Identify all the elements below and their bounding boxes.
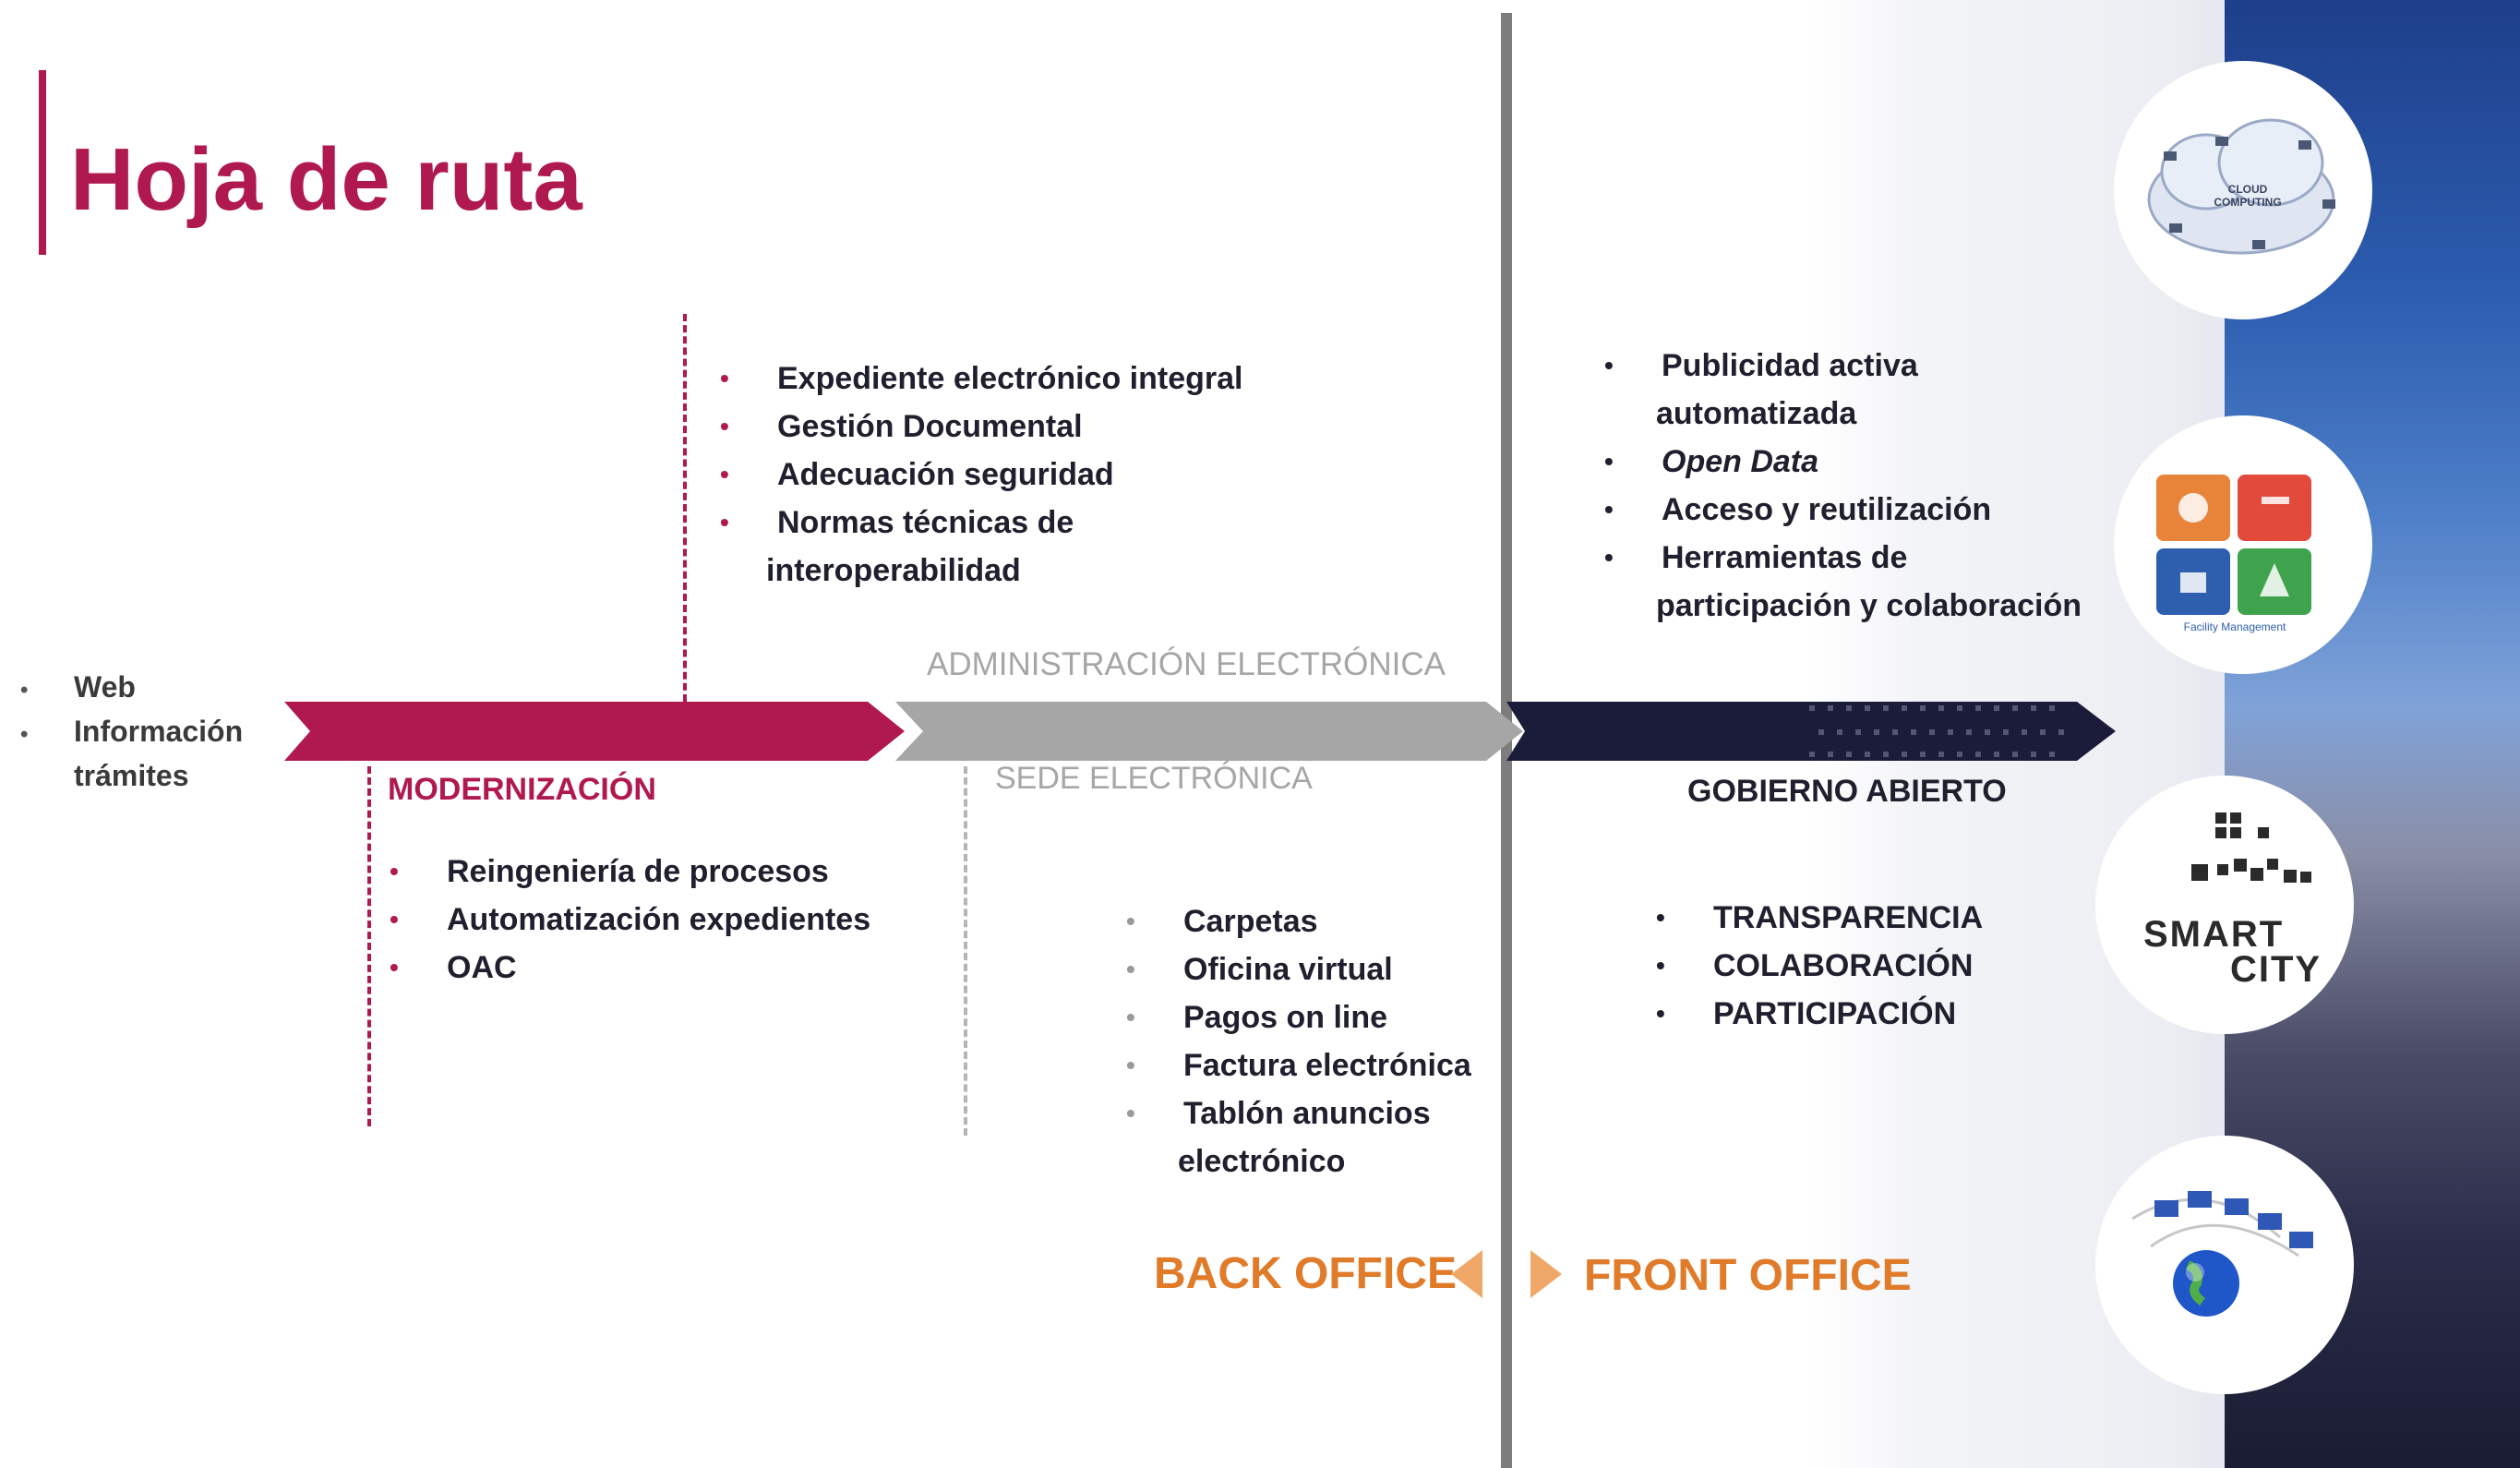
facility-apps-icon	[2156, 475, 2311, 615]
modernizacion-connector	[367, 766, 371, 1126]
arrow-modernizacion	[284, 702, 905, 761]
apps-circle: Facility Management	[2114, 415, 2372, 674]
top-items-list: •Expediente electrónico integral •Gestió…	[720, 355, 1242, 595]
list-item: participación y colaboración	[1656, 588, 2082, 623]
arrow-gobierno-dots	[1809, 705, 2064, 757]
cloud-circle: CLOUD COMPUTING	[2114, 61, 2372, 319]
list-item: •Adecuación seguridad	[720, 457, 1114, 492]
arrow-gobierno	[1506, 702, 2116, 761]
top-connector	[683, 314, 687, 702]
back-office-label: BACK OFFICE	[1154, 1249, 1457, 1298]
global-network-icon	[2131, 1191, 2313, 1317]
left-item-tramites: trámites	[74, 759, 189, 792]
network-circle	[2095, 1136, 2354, 1394]
list-item: •Oficina virtual	[1126, 952, 1393, 987]
phase-label-sede: SEDE ELECTRÓNICA	[995, 761, 1313, 796]
back-office-arrow-icon	[1451, 1250, 1482, 1298]
left-item-informacion: •Información	[20, 715, 244, 748]
smart-city-icon	[2191, 812, 2311, 883]
list-item: •Factura electrónica	[1126, 1048, 1471, 1083]
left-item-web: •Web	[20, 670, 136, 704]
list-item: •TRANSPARENCIA	[1656, 900, 1984, 935]
cloud-computing-text: CLOUD COMPUTING	[2214, 183, 2282, 209]
list-item: •Open Data	[1604, 444, 1819, 479]
list-item: •Normas técnicas de	[720, 505, 1074, 540]
list-item: •Expediente electrónico integral	[720, 361, 1243, 396]
left-items: •Web •Información trámites	[20, 667, 243, 796]
list-item: •Pagos on line	[1126, 1000, 1388, 1035]
modernizacion-list: •Reingeniería de procesos •Automatizació…	[390, 848, 870, 992]
smart-text: SMART	[2143, 914, 2285, 955]
phase-label-gobierno: GOBIERNO ABIERTO	[1687, 774, 2007, 809]
cloud-computing-icon	[2147, 118, 2335, 255]
front-office-arrow-icon	[1530, 1250, 1562, 1298]
list-item: automatizada	[1656, 396, 1857, 431]
open-top-list: •Publicidad activa automatizada •Open Da…	[1604, 342, 2082, 630]
sede-list: •Carpetas •Oficina virtual •Pagos on lin…	[1126, 897, 1471, 1185]
phase-label-administracion: ADMINISTRACIÓN ELECTRÓNICA	[927, 646, 1446, 682]
phase-label-modernizacion: MODERNIZACIÓN	[388, 772, 656, 807]
facility-apps-caption: Facility Management	[2183, 620, 2286, 633]
list-item: •OAC	[390, 950, 517, 985]
title-accent-bar	[39, 70, 46, 255]
list-item: interoperabilidad	[766, 553, 1021, 588]
list-item: •Tablón anuncios	[1126, 1096, 1431, 1131]
list-item: •Herramientas de	[1604, 540, 1908, 575]
page-title: Hoja de ruta	[70, 130, 582, 229]
arrow-administracion	[895, 702, 1523, 761]
list-item: •COLABORACIÓN	[1656, 948, 1974, 983]
list-item: •PARTICIPACIÓN	[1656, 996, 1957, 1031]
list-item: •Acceso y reutilización	[1604, 492, 1992, 527]
list-item: •Gestión Documental	[720, 409, 1083, 444]
city-text: CITY	[2230, 949, 2322, 990]
list-item: •Carpetas	[1126, 904, 1318, 939]
list-item: •Reingeniería de procesos	[390, 854, 829, 889]
list-item: •Publicidad activa	[1604, 348, 1918, 383]
front-office-label: FRONT OFFICE	[1584, 1251, 1912, 1300]
open-principles-list: •TRANSPARENCIA •COLABORACIÓN •PARTICIPAC…	[1656, 894, 1983, 1038]
list-item: •Automatización expedientes	[390, 902, 871, 937]
sede-connector	[964, 766, 967, 1136]
smart-city-circle: SMART CITY	[2095, 776, 2354, 1034]
list-item: electrónico	[1178, 1144, 1346, 1179]
